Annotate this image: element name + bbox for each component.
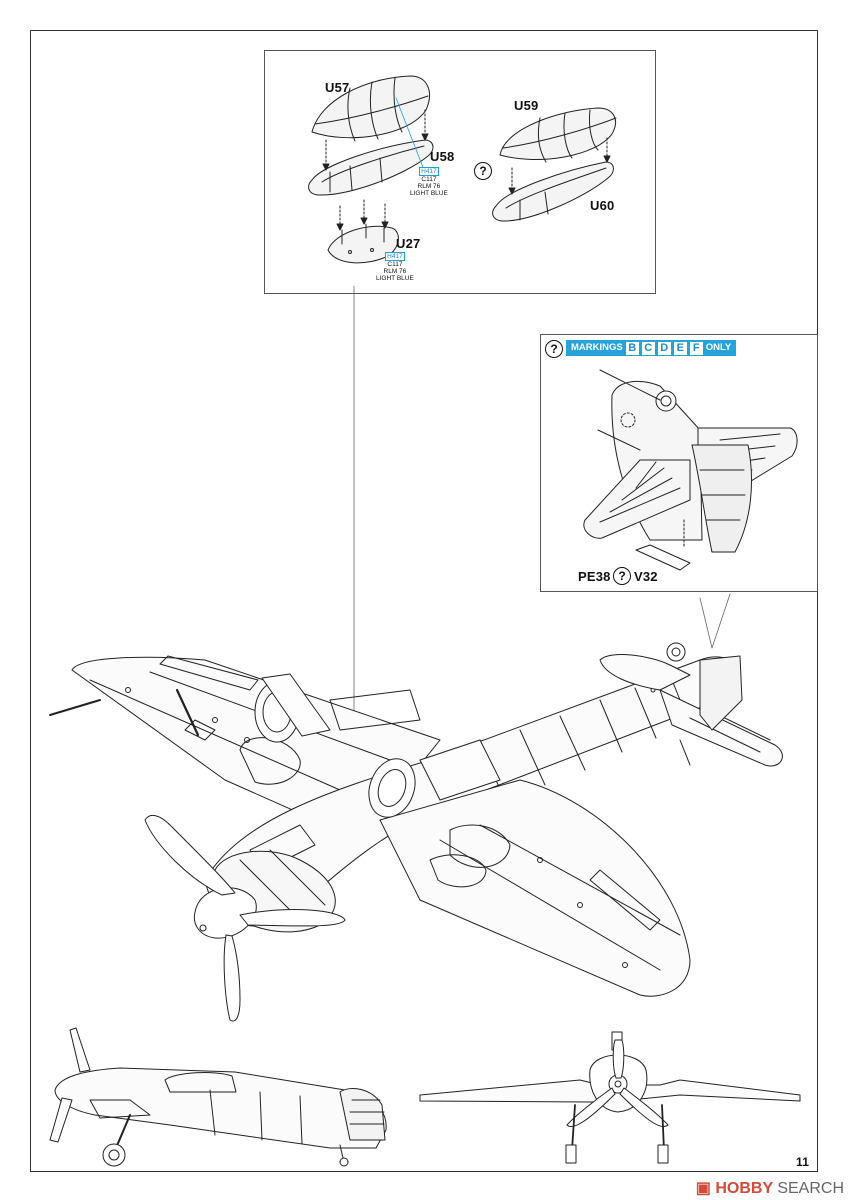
watermark-word: SEARCH: [777, 1180, 844, 1197]
leader-line-tail: [699, 593, 731, 649]
front-view-drawing: [419, 1031, 801, 1164]
paint-line: C117: [421, 176, 437, 183]
paint-code: H417: [385, 252, 405, 261]
part-label-u57: U57: [325, 80, 350, 95]
part-label-u59: U59: [514, 98, 539, 113]
part-label-u60: U60: [590, 198, 615, 213]
only-text: ONLY: [705, 342, 732, 353]
tail-detail-box: [540, 334, 818, 592]
canopy-detail-box: [264, 50, 656, 294]
tail-detail-drawing: [583, 369, 798, 571]
floor-panel-u27-drawing: [327, 199, 399, 264]
side-view-drawing: [49, 1027, 387, 1167]
canopy-u57-drawing: [311, 75, 430, 142]
part-label-u27: U27: [396, 236, 421, 251]
paint-line: RLM 76: [417, 183, 441, 190]
paint-line: LIGHT BLUE: [410, 190, 448, 197]
markings-text: MARKINGS: [571, 342, 623, 353]
marking-badge: E: [673, 341, 687, 355]
paint-callout-1: H417 C117 RLM 76 LIGHT BLUE: [410, 167, 448, 197]
part-label-pe38: PE38: [578, 569, 611, 584]
paint-callout-2: H417 C117 RLM 76 LIGHT BLUE: [376, 252, 414, 282]
optional-part-icon: ?: [474, 162, 492, 180]
canopy-frame-u58-drawing: [308, 97, 434, 196]
optional-markings-icon: ?: [545, 340, 563, 358]
page-number: 11: [796, 1155, 810, 1169]
marking-badge: C: [641, 341, 655, 355]
marking-badge: D: [657, 341, 671, 355]
paint-line: RLM 76: [383, 268, 407, 275]
page-frame: [30, 30, 818, 1172]
paint-line: LIGHT BLUE: [376, 275, 414, 282]
canopy-u59-drawing: [499, 107, 617, 163]
canopy-frame-u60-drawing: [492, 137, 614, 222]
marking-badge: F: [689, 341, 703, 355]
markings-bar: MARKINGS B C D E F ONLY: [566, 340, 737, 356]
paint-line: C117: [387, 261, 403, 268]
main-aircraft-drawing: [49, 642, 783, 1022]
part-label-v32: V32: [634, 569, 658, 584]
optional-part-icon-2: ?: [613, 567, 631, 585]
watermark-brand: HOBBY: [715, 1180, 773, 1197]
paint-code: H417: [419, 167, 439, 176]
hobby-search-logo-icon: ▣: [695, 1180, 711, 1197]
marking-badge: B: [625, 341, 639, 355]
part-label-u58: U58: [430, 149, 455, 164]
watermark: ▣ HOBBY SEARCH: [696, 1178, 844, 1198]
